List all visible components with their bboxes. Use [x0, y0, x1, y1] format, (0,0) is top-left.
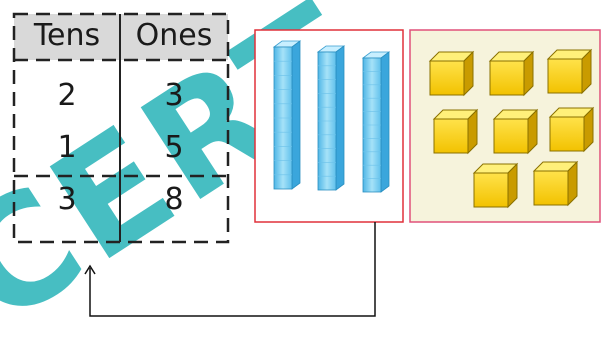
- row2-ones: 5: [164, 130, 184, 165]
- arrow-head: [84, 264, 96, 275]
- ones-cube: [492, 108, 539, 155]
- ones-cube: [472, 162, 519, 209]
- tens-rod: [361, 51, 391, 193]
- ones-cube: [428, 50, 475, 97]
- header-tens: Tens: [33, 18, 101, 53]
- total-tens: 3: [57, 182, 77, 217]
- place-value-table-lines: [12, 12, 230, 244]
- connector-line: [89, 222, 376, 317]
- row1-ones: 3: [164, 78, 184, 113]
- ones-cube: [546, 48, 593, 95]
- total-ones: 8: [164, 182, 184, 217]
- tens-rod: [316, 45, 346, 191]
- ones-cube: [488, 50, 535, 97]
- header-ones: Ones: [135, 18, 213, 53]
- ones-cube: [532, 160, 579, 207]
- ones-cube: [432, 108, 479, 155]
- tens-rod: [272, 40, 302, 190]
- ones-cube: [548, 106, 595, 153]
- row2-tens: 1: [57, 130, 77, 165]
- row1-tens: 2: [57, 78, 77, 113]
- base-ten-blocks: [84, 29, 601, 317]
